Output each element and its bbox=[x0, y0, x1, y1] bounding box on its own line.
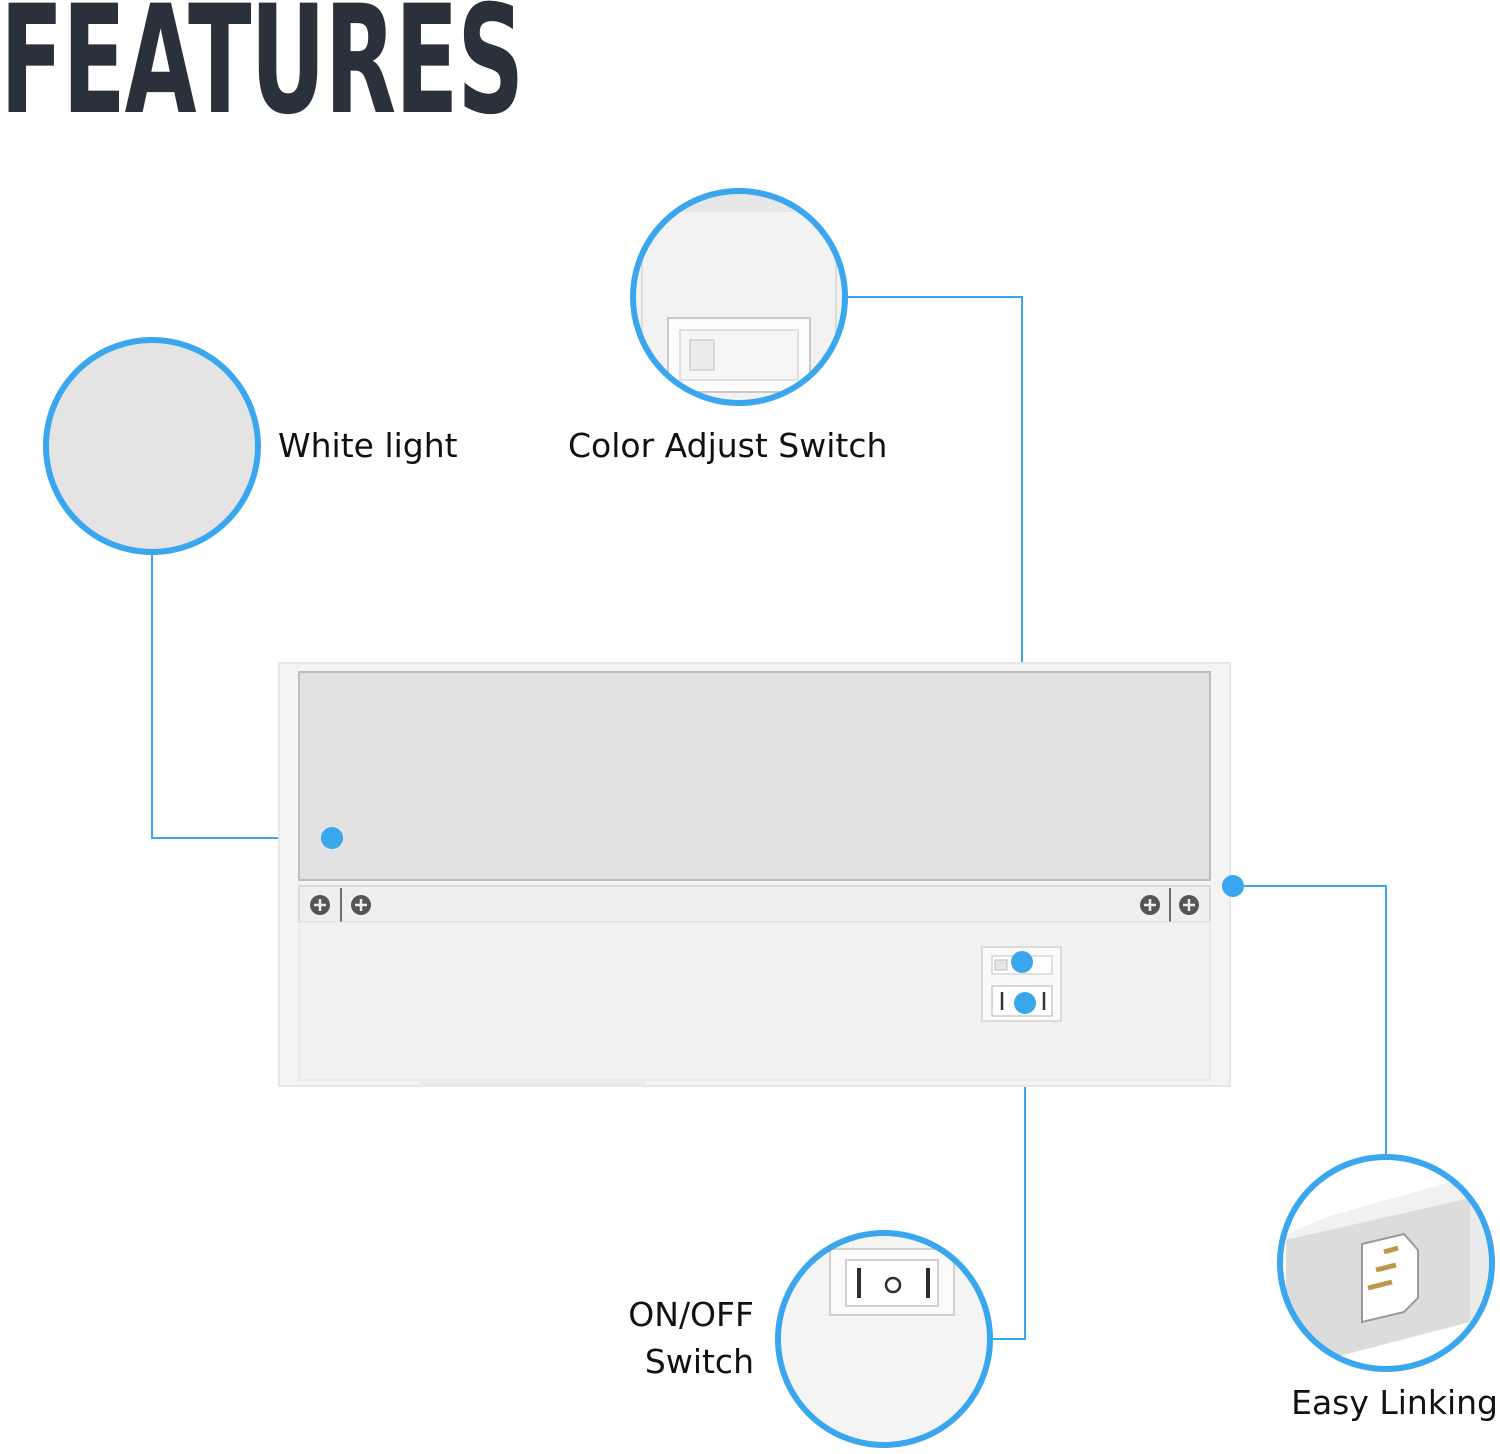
on-off-label-line2: Switch bbox=[644, 1342, 754, 1381]
easy-linking-callout-circle bbox=[1277, 1154, 1495, 1372]
on-off-label-line1: ON/OFF bbox=[628, 1295, 754, 1334]
on-off-callout-line bbox=[990, 1003, 1026, 1340]
color-adjust-label: Color Adjust Switch bbox=[568, 426, 888, 465]
white-light-callout-line bbox=[151, 552, 332, 839]
color-adjust-dot bbox=[1011, 951, 1033, 973]
screw-icon bbox=[351, 895, 371, 915]
on-off-callout-circle bbox=[775, 1230, 993, 1448]
white-light-dot bbox=[321, 827, 343, 849]
light-fixture bbox=[278, 662, 1231, 1087]
callout-dots bbox=[321, 827, 1244, 1014]
white-light-callout-circle bbox=[43, 337, 261, 555]
rocker-switch-icon bbox=[857, 1268, 930, 1298]
fixture-lower-panel bbox=[298, 921, 1211, 1081]
easy-linking-label: Easy Linking bbox=[1291, 1383, 1498, 1422]
page-title: FEATURES bbox=[0, 0, 524, 148]
easy-linking-dot bbox=[1222, 875, 1244, 897]
fixture-lens bbox=[298, 671, 1211, 881]
screw-icon bbox=[310, 895, 330, 915]
screw-icon bbox=[1179, 895, 1199, 915]
screw-icon bbox=[1140, 895, 1160, 915]
color-adjust-callout-circle bbox=[630, 188, 848, 406]
fixture-rail bbox=[298, 885, 1211, 923]
on-off-dot bbox=[1014, 992, 1036, 1014]
white-light-label: White light bbox=[278, 426, 458, 465]
easy-linking-callout-line bbox=[1233, 885, 1387, 1157]
connector-pins-icon bbox=[1361, 1232, 1419, 1324]
fixture-bottom-edge bbox=[420, 1080, 645, 1086]
